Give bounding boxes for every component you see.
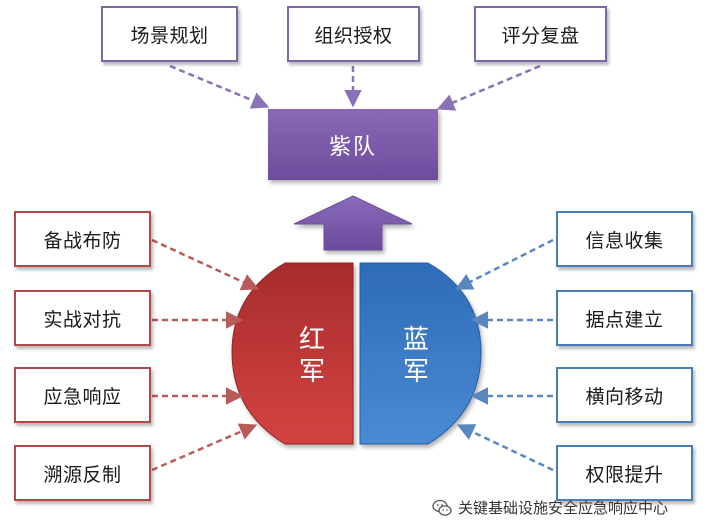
blue-input-privilege: 权限提升 bbox=[556, 445, 693, 501]
arrow-info-to-blue bbox=[454, 238, 554, 290]
arrow-privilege-to-blue bbox=[456, 424, 554, 472]
top-box-score: 评分复盘 bbox=[474, 6, 607, 62]
purple-connectors bbox=[169, 64, 541, 111]
arrow-scene-to-purple bbox=[169, 64, 270, 109]
blue-team-shape bbox=[359, 262, 482, 445]
red-connectors bbox=[151, 238, 260, 472]
red-input-trace: 溯源反制 bbox=[14, 445, 151, 501]
arrow-trace-to-red bbox=[151, 423, 258, 472]
top-box-scene: 场景规划 bbox=[101, 6, 238, 62]
blue-input-lateral: 横向移动 bbox=[556, 367, 693, 423]
red-team-label: 红 军 bbox=[298, 325, 325, 387]
blue-input-foothold: 据点建立 bbox=[556, 290, 693, 346]
wechat-icon bbox=[432, 499, 452, 516]
blue-input-info: 信息收集 bbox=[556, 211, 693, 267]
top-box-org: 组织授权 bbox=[287, 6, 420, 62]
blue-connectors bbox=[454, 238, 554, 472]
arrow-score-to-purple bbox=[436, 64, 541, 111]
red-input-prep: 备战布防 bbox=[14, 211, 151, 267]
blue-team-label: 蓝 军 bbox=[402, 325, 429, 387]
watermark-text: 关键基础设施安全应急响应中心 bbox=[458, 499, 669, 517]
red-input-response: 应急响应 bbox=[14, 367, 151, 423]
red-team-shape bbox=[231, 262, 354, 445]
arrow-prep-to-red bbox=[151, 238, 260, 291]
up-arrow-icon bbox=[293, 195, 413, 251]
watermark: 关键基础设施安全应急响应中心 bbox=[432, 497, 668, 518]
purple-team-box: 紫队 bbox=[268, 109, 438, 180]
red-input-combat: 实战对抗 bbox=[14, 290, 151, 346]
